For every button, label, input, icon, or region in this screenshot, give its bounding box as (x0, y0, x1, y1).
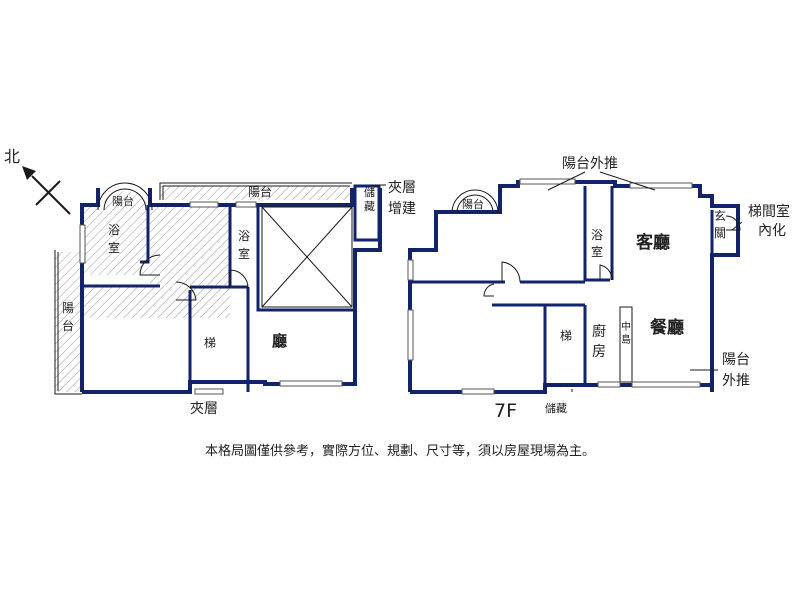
7f-stair-room-line2: 內化 (758, 223, 786, 239)
7f-dining-room-label: 餐廳 (650, 317, 684, 338)
north-compass: 北 (4, 147, 71, 215)
7f-balcony-extended-top-label: 陽台外推 (562, 156, 618, 172)
mezz-balcony-left-label: 陽台 (62, 301, 74, 333)
mezz-stairs-label: 梯 (204, 336, 216, 350)
7f-balcony-extended-right-line2: 外推 (722, 373, 750, 389)
7f-balcony-extended-right-line1: 陽台 (722, 352, 750, 368)
mezz-bath-left-label: 浴室 (108, 223, 120, 255)
mezz-callout-line2: 增建 (388, 201, 416, 217)
disclaimer-text: 本格局圖僅供參考，實際方位、規劃、尺寸等，須以房屋現場為主。 (205, 443, 595, 459)
7f-stair-room-line1: 梯間室 (748, 203, 790, 220)
mezz-hall-label: 廳 (272, 332, 287, 350)
north-label: 北 (4, 147, 20, 166)
mezzanine-plan: 陽台 陽台 夾層 增建 儲藏 浴室 浴室 陽台 梯 廳 夾層 (54, 180, 416, 417)
7f-bath-label: 浴室 (591, 228, 603, 259)
7f-entrance-label: 玄關 (714, 208, 726, 240)
seventh-floor-plan: 陽台 陽台外推 浴室 客廳 玄關 梯間室 內化 梯 廚房 中島 餐廳 陽台 外推… (407, 156, 790, 422)
7f-living-room-label: 客廳 (635, 232, 670, 253)
7f-island-label: 中島 (621, 320, 631, 346)
mezz-balcony-round-label: 陽台 (112, 194, 134, 208)
north-arrow-icon (22, 166, 36, 180)
mezz-balcony-top-label: 陽台 (248, 184, 272, 199)
7f-kitchen-label: 廚房 (592, 323, 606, 360)
7f-stairs-label: 梯 (560, 329, 572, 343)
mezz-bath-right-label: 浴室 (238, 229, 250, 261)
7f-storage-label: 儲藏 (545, 402, 567, 415)
7f-balcony-round-label: 陽台 (462, 197, 484, 211)
mezz-callout-line1: 夾層 (388, 180, 416, 196)
7f-floor-label: 7F (494, 400, 517, 422)
mezz-storage-label: 儲藏 (364, 186, 375, 213)
mezz-floor-label: 夾層 (190, 401, 218, 417)
